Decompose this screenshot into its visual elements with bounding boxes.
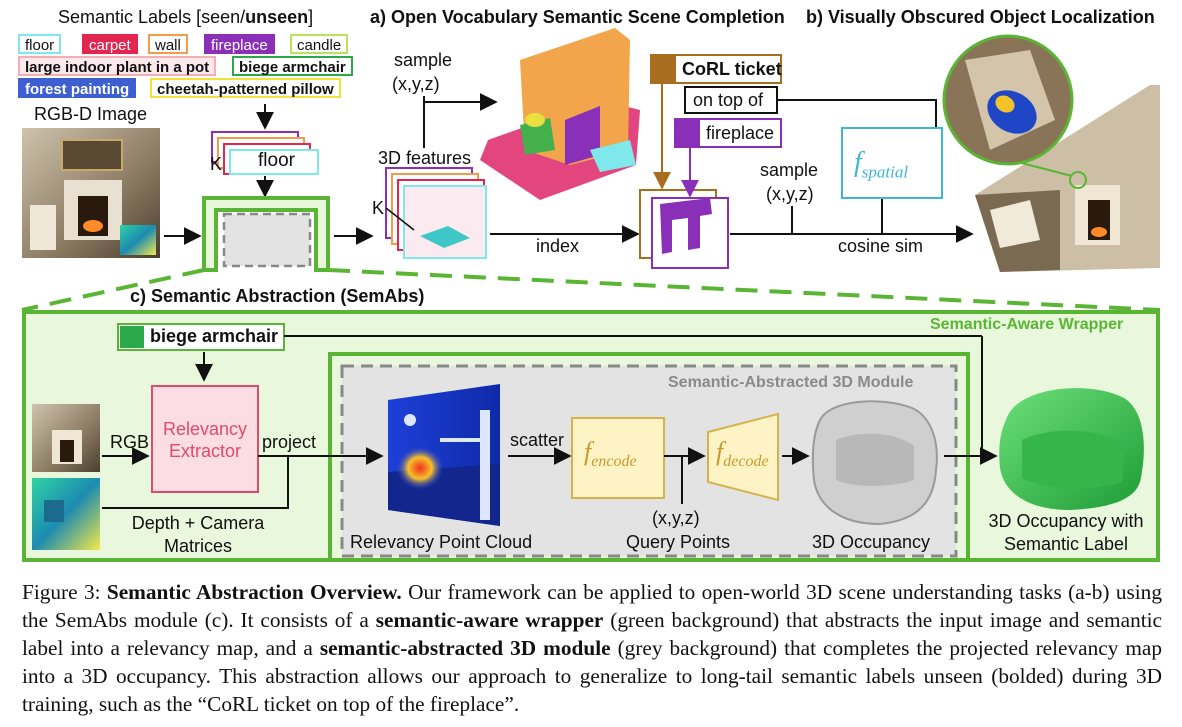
decoder-box: [707, 412, 779, 502]
input-depth-image: [32, 478, 100, 550]
caption-title: Semantic Abstraction Overview.: [106, 580, 402, 604]
label-stack: [211, 131, 319, 175]
relevancy-point-cloud: [388, 384, 500, 526]
green-occupancy-render: [999, 388, 1144, 510]
section-b-sample: sample: [760, 160, 819, 180]
localized-room-image: [942, 34, 1160, 272]
relevancy-point-cloud-label: Relevancy Point Cloud: [350, 532, 533, 552]
label-chip-carpet: carpet: [82, 34, 138, 54]
section-a-sample: sample: [394, 50, 453, 70]
armchair-query-label: biege armchair: [150, 326, 279, 346]
module-label: Semantic-Abstracted 3D Module: [668, 374, 914, 391]
encoder-box: [571, 417, 665, 499]
fireplace-label: fireplace: [706, 123, 775, 143]
section-c-title: c) Semantic Abstraction (SemAbs): [130, 286, 425, 306]
section-a-title: a) Open Vocabulary Semantic Scene Comple…: [370, 7, 785, 27]
rgbd-image-title: RGB-D Image: [34, 104, 148, 124]
label-chip-wall: wall: [148, 34, 188, 54]
label-chip-armchair: biege armchair: [232, 56, 353, 76]
relevancy-extractor-label: Relevancy Extractor: [162, 419, 248, 461]
localization-stack: [639, 189, 729, 269]
label-chip-forest-painting: forest painting: [18, 78, 137, 98]
caption-text-3: (grey background) that completes the pro…: [22, 636, 1162, 716]
on-top-of-box: on top of: [684, 86, 778, 114]
caption-figure-number: Figure 3:: [22, 580, 107, 604]
section-b-xyz: (x,y,z): [766, 184, 814, 204]
semabs-icon: [202, 196, 330, 272]
relevancy-extractor-box: [151, 385, 259, 493]
label-chip-plant: large indoor plant in a pot: [18, 56, 217, 76]
input-rgb-image: [32, 404, 100, 472]
f-spatial-label: fspatial: [854, 147, 909, 182]
query-xyz-label: (x,y,z): [652, 508, 700, 528]
figure-caption: Figure 3: Semantic Abstraction Overview.…: [22, 578, 1162, 718]
rgb-label: RGB: [110, 432, 150, 452]
section-a-index: index: [536, 236, 580, 256]
corl-ticket-swatch: [652, 56, 676, 82]
query-points-label: Query Points: [626, 532, 731, 552]
caption-text-2: (green background) that abstracts the in…: [22, 608, 1163, 660]
label-chip-fireplace: fireplace: [204, 34, 275, 54]
wrapper-label: Semantic-Aware Wrapper: [930, 316, 1124, 333]
on-top-of-label: on top of: [693, 90, 764, 110]
caption-text-1: Our framework can be applied to open-wor…: [22, 580, 1162, 632]
fireplace-swatch: [676, 120, 700, 146]
project-label: project: [262, 432, 317, 452]
rgbd-image: [22, 128, 160, 258]
stack-k-label: K: [210, 154, 223, 174]
caption-bold-1: semantic-aware wrapper: [375, 608, 604, 632]
caption-bold-2: semantic-abstracted 3D module: [319, 636, 611, 660]
corl-ticket-label: CoRL ticket: [682, 59, 782, 79]
corl-ticket-chip: CoRL ticket: [650, 54, 782, 84]
occupancy-label: 3D Occupancy: [812, 532, 931, 552]
depth-camera-label: Depth + Camera Matrices: [131, 513, 265, 556]
grey-occupancy-render: [811, 400, 938, 526]
section-a-k: K: [372, 198, 385, 218]
figure-diagram: [21, 28, 1161, 562]
feature-stack: [385, 167, 487, 259]
semantic-labels-title: Semantic Labels [seen/unseen]: [58, 7, 314, 27]
f-decode-label: fdecode: [716, 437, 769, 471]
section-a-xyz: (x,y,z): [392, 74, 440, 94]
fireplace-chip: fireplace: [674, 118, 782, 148]
occupancy-semantic-label: 3D Occupancy with Semantic Label: [988, 511, 1144, 554]
label-chip-floor: floor: [18, 34, 62, 54]
section-b-title: b) Visually Obscured Object Localization: [806, 7, 1155, 27]
f-encode-label: fencode: [584, 437, 637, 471]
cosine-sim-label: cosine sim: [838, 236, 924, 256]
scene-completion-render: [480, 28, 640, 200]
scatter-label: scatter: [510, 430, 565, 450]
label-chip-candle: candle: [290, 34, 349, 54]
section-a-features: 3D features: [378, 148, 472, 168]
stack-floor-label: floor: [258, 150, 295, 171]
label-chip-pillow: cheetah-patterned pillow: [150, 78, 341, 98]
